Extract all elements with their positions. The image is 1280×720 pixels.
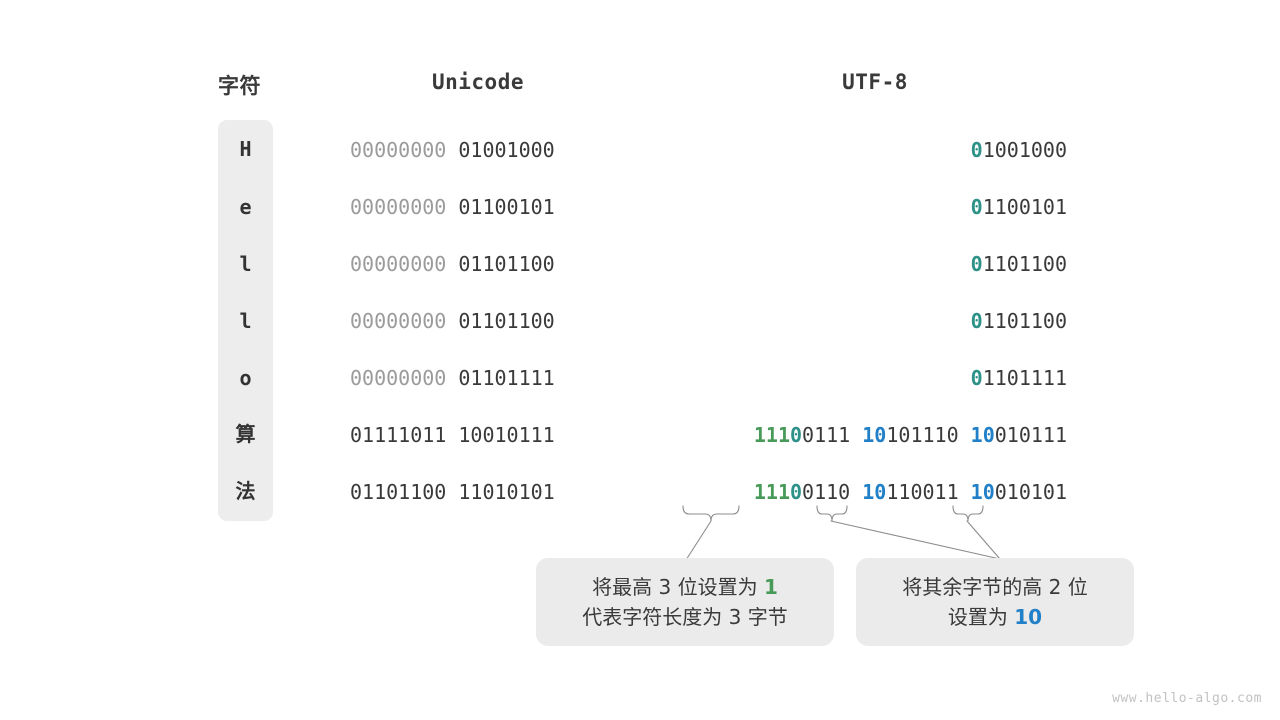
brace-length-prefix <box>682 505 740 522</box>
watermark: www.hello-algo.com <box>1112 691 1262 706</box>
utf8-gap-5b <box>959 423 971 447</box>
unicode-high-byte-4: 00000000 <box>350 366 447 390</box>
unicode-low-byte-5: 10010111 <box>458 423 555 447</box>
unicode-high-byte-3: 00000000 <box>350 309 447 333</box>
utf8-value-3: 01101100 <box>0 306 1067 336</box>
unicode-low-byte-3: 01101100 <box>458 309 555 333</box>
character-cell-4: o <box>239 366 252 390</box>
leader-line-length-prefix <box>685 520 712 561</box>
utf8-byte0-rest-6: 0110 <box>802 480 851 504</box>
callout-1-line1-accent: 1 <box>763 575 778 599</box>
column-header-character: 字符 <box>218 74 261 98</box>
character-cell-6: 法 <box>235 479 256 503</box>
unicode-high-byte-6: 01101100 <box>350 480 447 504</box>
utf8-prefix-1: 0 <box>970 195 983 219</box>
utf8-rest-1: 1100101 <box>982 195 1067 219</box>
utf8-lead-green-6: 111 <box>753 480 790 504</box>
unicode-low-byte-2: 01101100 <box>458 252 555 276</box>
utf8-rest-2: 1101100 <box>982 252 1067 276</box>
callout-length-prefix-line1: 将最高 3 位设置为 1 <box>536 572 834 602</box>
unicode-value-3: 00000000 01101100 <box>350 306 555 336</box>
unicode-value-0: 00000000 01001000 <box>350 135 555 165</box>
utf8-prefix-3: 0 <box>970 309 983 333</box>
column-header-unicode: Unicode <box>431 70 524 94</box>
callout-continuation-line1: 将其余字节的高 2 位 <box>902 575 1088 599</box>
unicode-low-byte-6: 11010101 <box>458 480 555 504</box>
utf8-lead-teal-6: 0 <box>790 480 803 504</box>
character-cell-0: H <box>239 137 252 161</box>
utf8-rest-0: 1001000 <box>982 138 1067 162</box>
utf8-byte1-lead-6: 10 <box>862 480 887 504</box>
utf8-byte0-rest-5: 0111 <box>802 423 851 447</box>
utf8-byte1-rest-5: 101110 <box>886 423 959 447</box>
unicode-low-byte-1: 01100101 <box>458 195 555 219</box>
character-cell-1: e <box>239 195 252 219</box>
utf8-prefix-4: 0 <box>970 366 983 390</box>
character-cell-2: l <box>239 252 252 276</box>
unicode-value-4: 00000000 01101111 <box>350 363 555 393</box>
utf8-byte2-lead-6: 10 <box>970 480 995 504</box>
utf8-lead-green-5: 111 <box>753 423 790 447</box>
brace-continuation-1 <box>816 505 848 522</box>
utf8-gap-6a <box>850 480 862 504</box>
character-column-chip <box>218 120 273 521</box>
utf8-rest-4: 1101111 <box>982 366 1067 390</box>
utf8-gap-6b <box>959 480 971 504</box>
utf8-value-5: 11100111 10101110 10010111 <box>0 420 1067 450</box>
unicode-value-5: 01111011 10010111 <box>350 420 555 450</box>
callout-length-prefix: 将最高 3 位设置为 1 代表字符长度为 3 字节 <box>536 558 834 646</box>
unicode-value-6: 01101100 11010101 <box>350 477 555 507</box>
callout-2-line2-accent: 10 <box>1014 605 1043 629</box>
unicode-high-byte-0: 00000000 <box>350 138 447 162</box>
unicode-high-byte-5: 01111011 <box>350 423 447 447</box>
utf8-byte1-rest-6: 110011 <box>886 480 959 504</box>
utf8-prefix-2: 0 <box>970 252 983 276</box>
utf8-byte2-lead-5: 10 <box>970 423 995 447</box>
utf8-gap-5a <box>850 423 862 447</box>
unicode-high-byte-2: 00000000 <box>350 252 447 276</box>
column-header-utf8: UTF-8 <box>842 70 908 94</box>
callout-1-line1-before: 将最高 3 位设置为 <box>592 575 764 599</box>
callout-continuation-line2: 设置为 10 <box>856 602 1134 632</box>
utf8-value-2: 01101100 <box>0 249 1067 279</box>
utf8-lead-teal-5: 0 <box>790 423 803 447</box>
unicode-low-byte-4: 01101111 <box>458 366 555 390</box>
unicode-value-1: 00000000 01100101 <box>350 192 555 222</box>
brace-continuation-2 <box>952 505 984 522</box>
character-cell-5: 算 <box>235 422 256 446</box>
unicode-high-byte-1: 00000000 <box>350 195 447 219</box>
callout-2-line2-before: 设置为 <box>947 605 1015 629</box>
utf8-value-1: 01100101 <box>0 192 1067 222</box>
utf8-byte2-rest-5: 010111 <box>994 423 1067 447</box>
callout-continuation-prefix: 将其余字节的高 2 位 设置为 10 <box>856 558 1134 646</box>
utf8-byte2-rest-6: 010101 <box>994 480 1067 504</box>
leader-line-continuation-2 <box>966 520 1001 560</box>
utf8-byte1-lead-5: 10 <box>862 423 887 447</box>
utf8-prefix-0: 0 <box>970 138 983 162</box>
callout-length-prefix-line2: 代表字符长度为 3 字节 <box>582 605 788 629</box>
leader-line-continuation-1 <box>830 520 1001 560</box>
utf8-value-6: 11100110 10110011 10010101 <box>0 477 1067 507</box>
unicode-low-byte-0: 01001000 <box>458 138 555 162</box>
character-cell-3: l <box>239 309 252 333</box>
utf8-value-4: 01101111 <box>0 363 1067 393</box>
utf8-rest-3: 1101100 <box>982 309 1067 333</box>
utf8-value-0: 01001000 <box>0 135 1067 165</box>
unicode-value-2: 00000000 01101100 <box>350 249 555 279</box>
